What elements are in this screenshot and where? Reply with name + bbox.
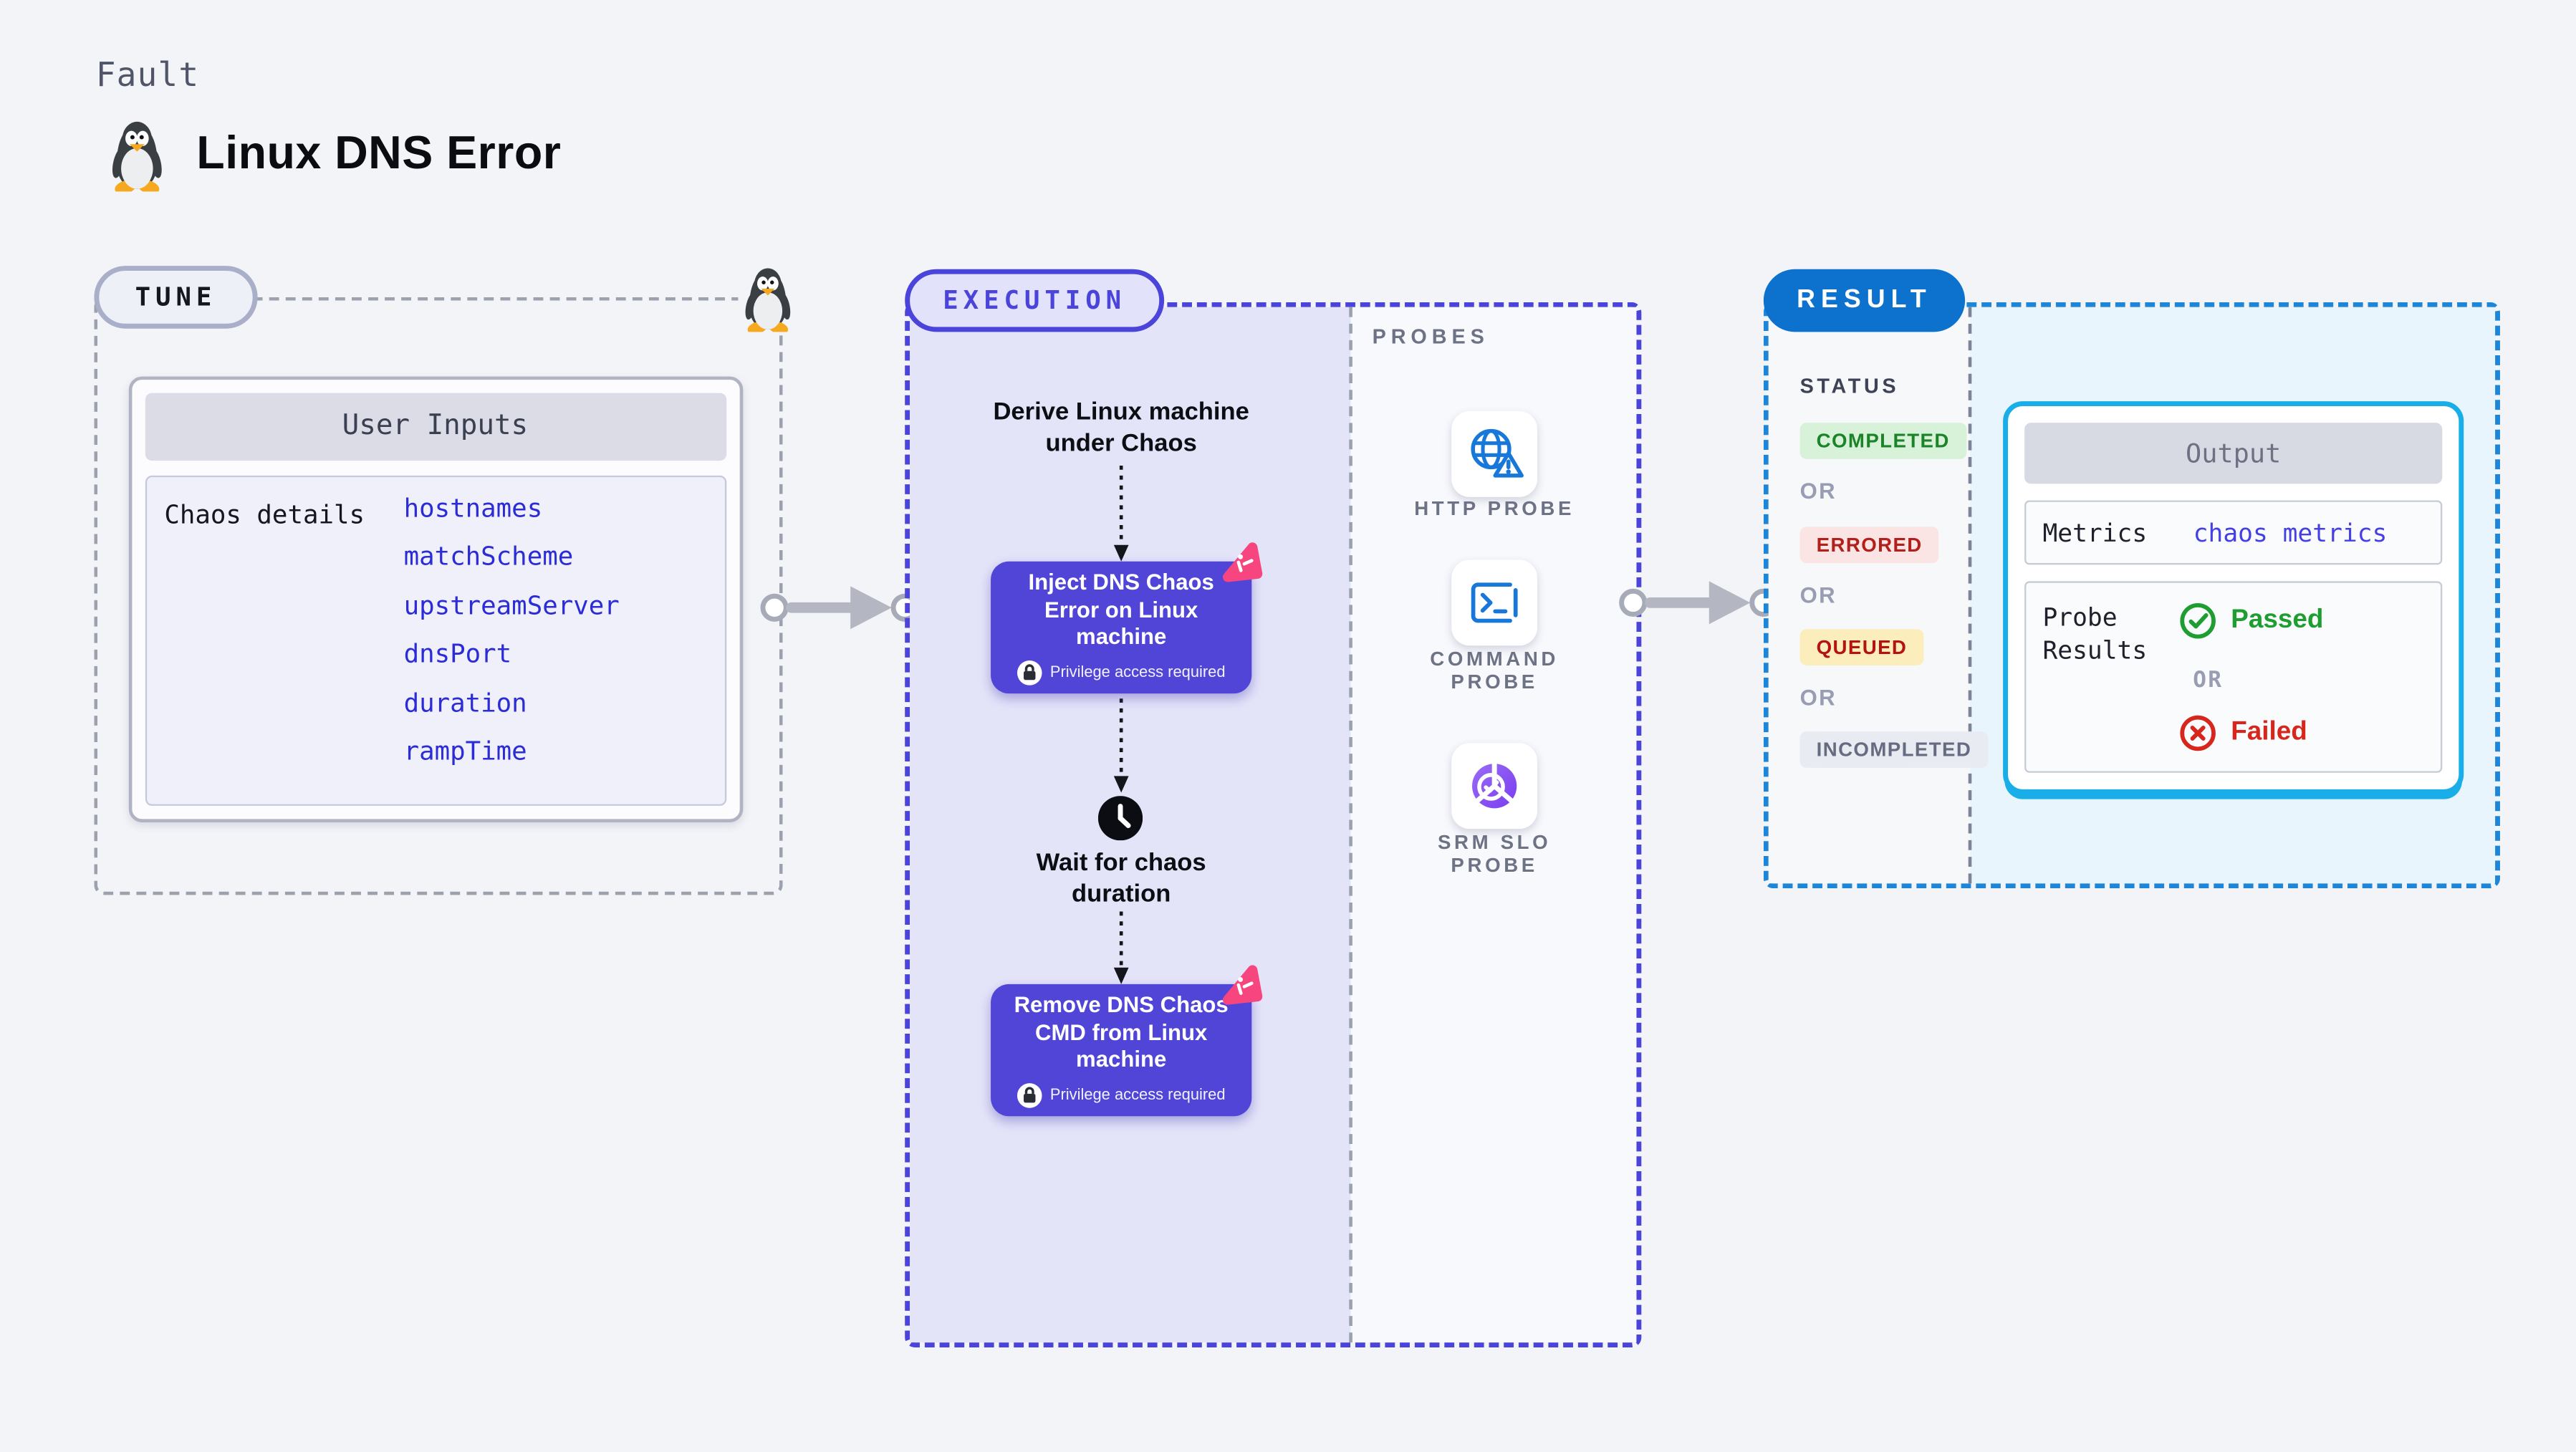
- tune-to-execution-arrow: [756, 578, 922, 638]
- status-badge-errored: ERRORED: [1799, 527, 1939, 564]
- input-upstreamserver: upstreamServer: [403, 590, 620, 620]
- chaos-experiment-icon: [1219, 964, 1263, 1009]
- result-section: STATUS COMPLETED OR ERRORED OR QUEUED OR…: [1763, 302, 2500, 889]
- command-probe-label: COMMAND PROBE: [1430, 647, 1559, 694]
- status-panel: [1768, 307, 1971, 884]
- wait-step-text: Wait for chaos duration: [1036, 848, 1206, 908]
- probe-results-label: Probe Results: [2042, 602, 2148, 665]
- execution-badge: EXECUTION: [905, 269, 1165, 332]
- or-label: OR: [1799, 582, 1837, 608]
- or-label: OR: [1799, 479, 1837, 504]
- tune-section: User Inputs Chaos details hostnames matc…: [94, 297, 783, 895]
- input-duration: duration: [403, 688, 527, 718]
- tux-corner-icon: [738, 264, 798, 332]
- metrics-label: Metrics: [2042, 517, 2148, 548]
- connector-arrow-down: [1113, 698, 1129, 793]
- input-dnsport: dnsPort: [403, 639, 512, 669]
- connector-arrow-down: [1113, 466, 1129, 562]
- lock-icon: [1017, 660, 1042, 686]
- globe-alert-icon: [1471, 428, 1524, 478]
- terminal-icon: [1471, 582, 1518, 623]
- x-circle-icon: [2180, 715, 2216, 751]
- clock-icon: [1097, 796, 1143, 841]
- srm-slo-probe-card: [1451, 743, 1538, 830]
- tune-badge: TUNE: [94, 266, 258, 329]
- check-circle-icon: [2180, 602, 2216, 639]
- output-header: Output: [2024, 423, 2443, 484]
- or-label: OR: [1799, 685, 1837, 711]
- privilege-note: Privilege access required: [1049, 663, 1226, 682]
- remove-node-title: Remove DNS Chaos CMD from Linux machine: [1014, 992, 1229, 1072]
- connector-arrow-down: [1113, 911, 1129, 984]
- command-probe-card: [1451, 559, 1538, 646]
- tux-linux-icon: [110, 121, 164, 192]
- derive-step-text: Derive Linux machine under Chaos: [993, 398, 1249, 458]
- probes-divider: [1349, 307, 1352, 1343]
- probes-label: PROBES: [1372, 325, 1489, 349]
- input-matchscheme: matchScheme: [403, 542, 574, 572]
- srm-slo-probe-label: SRM SLO PROBE: [1437, 830, 1552, 878]
- passed-label: Passed: [2231, 605, 2324, 635]
- output-card: Output Metrics chaos metrics Probe Resul…: [2003, 401, 2464, 794]
- status-badge-queued: QUEUED: [1799, 629, 1924, 665]
- status-badge-incompleted: INCOMPLETED: [1799, 731, 1989, 768]
- metrics-row: Metrics chaos metrics: [2024, 500, 2443, 565]
- chaos-details-label: Chaos details: [164, 499, 365, 529]
- result-divider: [1968, 307, 1972, 884]
- privilege-row: Privilege access required: [1017, 1082, 1226, 1108]
- inject-node-title: Inject DNS Chaos Error on Linux machine: [1028, 569, 1214, 650]
- lock-icon: [1017, 1082, 1042, 1108]
- remove-chaos-node: Remove DNS Chaos CMD from Linux machine …: [991, 984, 1252, 1117]
- user-inputs-body: Chaos details hostnames matchScheme upst…: [144, 474, 726, 805]
- chaos-input-list: hostnames matchScheme upstreamServer dns…: [404, 485, 620, 777]
- execution-to-result-arrow: [1615, 573, 1780, 633]
- privilege-row: Privilege access required: [1017, 660, 1226, 686]
- privilege-note: Privilege access required: [1049, 1086, 1226, 1105]
- execution-section: Derive Linux machine under Chaos Inject …: [905, 302, 1642, 1347]
- status-badge-completed: COMPLETED: [1799, 423, 1966, 459]
- metrics-value-link: chaos metrics: [2193, 517, 2388, 548]
- input-ramptime: rampTime: [403, 736, 527, 766]
- http-probe-label: HTTP PROBE: [1414, 496, 1575, 521]
- user-inputs-card: User Inputs Chaos details hostnames matc…: [128, 375, 743, 822]
- or-label: OR: [2193, 667, 2224, 694]
- inject-chaos-node: Inject DNS Chaos Error on Linux machine …: [991, 561, 1252, 694]
- http-probe-card: [1451, 410, 1538, 497]
- fault-kicker: Fault: [95, 54, 200, 95]
- failed-label: Failed: [2231, 718, 2307, 746]
- input-hostnames: hostnames: [403, 493, 543, 523]
- user-inputs-header: User Inputs: [144, 392, 726, 460]
- chaos-experiment-icon: [1219, 542, 1263, 586]
- passed-result: Passed: [2178, 601, 2323, 640]
- failed-result: Failed: [2178, 713, 2307, 753]
- probe-results-row: Probe Results Passed OR Failed: [2024, 581, 2443, 773]
- page-title: Linux DNS Error: [196, 127, 562, 178]
- status-label: STATUS: [1799, 375, 1900, 398]
- result-badge: RESULT: [1763, 269, 1966, 332]
- slo-pie-icon: [1472, 761, 1517, 809]
